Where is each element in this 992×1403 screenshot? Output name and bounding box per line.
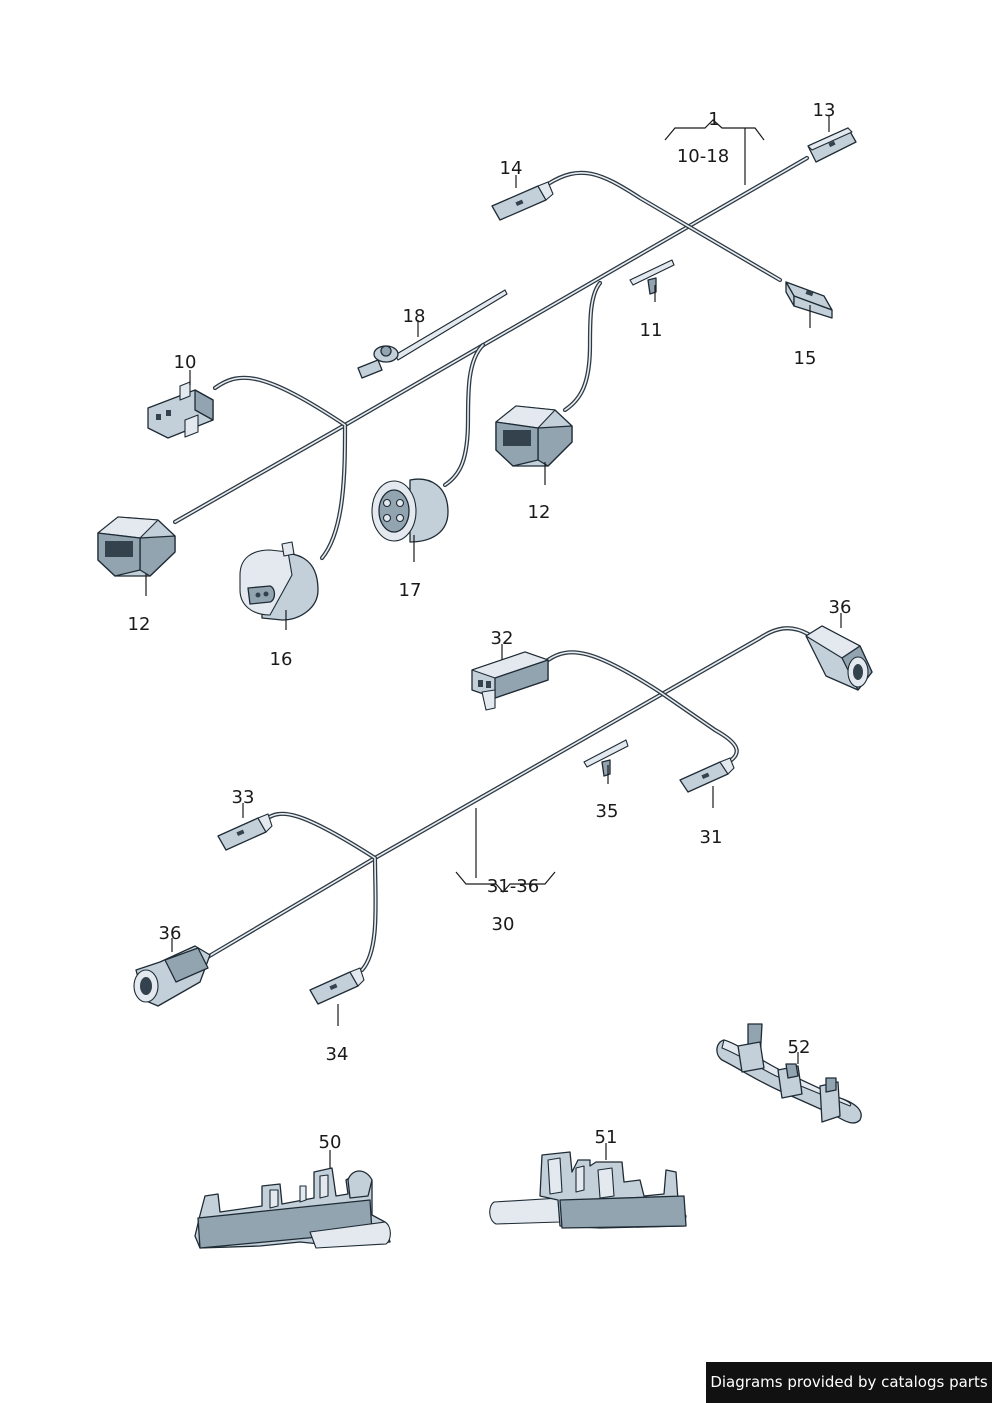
label-part-1: 1 (708, 109, 719, 130)
connector-15[interactable] (785, 281, 833, 319)
connector-14[interactable] (491, 181, 554, 221)
connector-12-right[interactable] (495, 405, 573, 467)
connector-36-upper[interactable] (805, 625, 873, 691)
label-part-16: 16 (270, 649, 293, 670)
label-part-31: 31 (700, 827, 723, 848)
connector-17[interactable] (371, 478, 449, 543)
repair-part-50[interactable] (194, 1150, 391, 1249)
footer-credit: Diagrams provided by catalogs parts (706, 1362, 992, 1403)
label-part-36-upper: 36 (829, 597, 852, 618)
label-part-17: 17 (399, 580, 422, 601)
label-part-33: 33 (232, 787, 255, 808)
label-part-34: 34 (326, 1044, 349, 1065)
label-part-35: 35 (596, 801, 619, 822)
label-part-30: 30 (492, 914, 515, 935)
label-part-11: 11 (640, 320, 663, 341)
label-part-12-left: 12 (128, 614, 151, 635)
connector-10[interactable] (147, 381, 214, 439)
connector-33[interactable] (217, 813, 273, 851)
repair-part-52[interactable] (716, 1023, 862, 1124)
label-part-52: 52 (788, 1037, 811, 1058)
label-part-51: 51 (595, 1127, 618, 1148)
label-part-15: 15 (794, 348, 817, 369)
clip-35[interactable] (583, 739, 629, 777)
harness-30-leaders (171, 613, 842, 1026)
label-part-13: 13 (813, 100, 836, 121)
label-part-32: 32 (491, 628, 514, 649)
label-range-10-18: 10-18 (677, 146, 729, 167)
label-part-12-right: 12 (528, 502, 551, 523)
connector-36-lower[interactable] (133, 945, 211, 1007)
label-range-31-36: 31-36 (487, 876, 539, 897)
connector-13[interactable] (807, 127, 857, 163)
connector-34[interactable] (309, 967, 365, 1005)
harness-1-leaders (145, 116, 830, 630)
label-part-36-lower: 36 (159, 923, 182, 944)
connector-16[interactable] (239, 541, 319, 621)
label-part-14: 14 (500, 158, 523, 179)
connector-12-left[interactable] (97, 516, 176, 577)
wiring-harness-1: 1 10-18 13 14 15 11 18 10 12 12 17 16 (97, 100, 857, 670)
repair-part-51[interactable] (489, 1143, 687, 1229)
cable-tie-18[interactable] (357, 289, 508, 379)
harness-30-wires (203, 626, 811, 973)
label-part-18: 18 (403, 306, 426, 327)
label-part-50: 50 (319, 1132, 342, 1153)
harness-1-wires (172, 155, 810, 561)
connector-32[interactable] (471, 651, 549, 711)
label-part-10: 10 (174, 352, 197, 373)
clip-11[interactable] (629, 259, 675, 295)
wiring-harness-30: 31-36 30 32 36 31 35 33 34 36 (133, 597, 873, 1065)
connector-31[interactable] (679, 757, 735, 793)
